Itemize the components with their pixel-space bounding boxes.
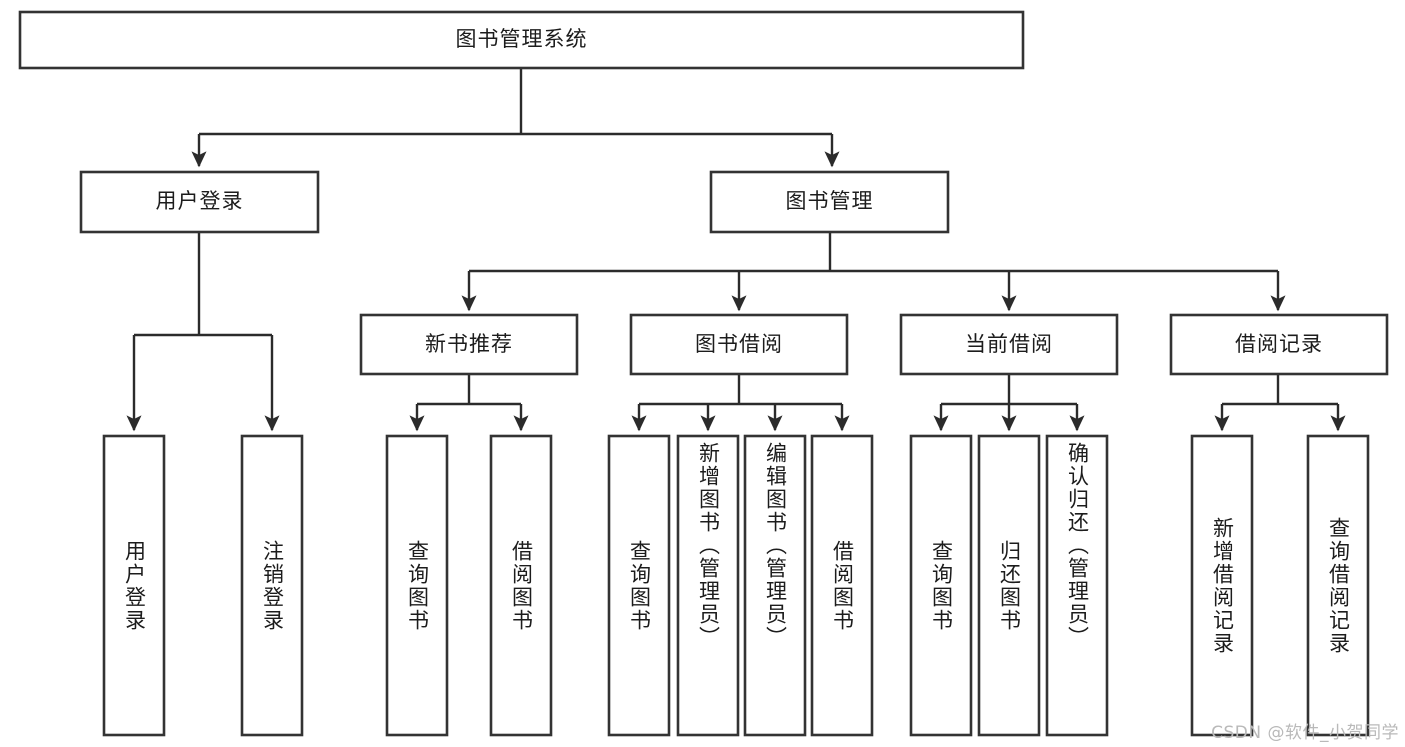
node-box-leaf-borrow-book-1[interactable] — [489, 434, 553, 737]
node-box-leaf-confirm-return[interactable] — [1045, 434, 1109, 737]
node-box-leaf-add-record[interactable] — [1190, 434, 1254, 737]
node-box-leaf-edit-book[interactable] — [743, 434, 807, 737]
connector-bookmanage-to-level2 — [461, 232, 1286, 312]
node-box-leaf-query-book-1[interactable] — [385, 434, 449, 737]
node-box-leaf-borrow-book-2[interactable] — [810, 434, 874, 737]
connector-newbook-to-leaves — [409, 374, 529, 432]
node-box-root[interactable] — [18, 10, 1025, 70]
connector-userlogin-to-leaves — [126, 232, 280, 432]
connector-bookborrow-to-leaves — [631, 374, 850, 432]
node-box-new-book-rec[interactable] — [359, 313, 579, 376]
node-box-current-borrow[interactable] — [899, 313, 1119, 376]
node-box-leaf-add-book[interactable] — [676, 434, 740, 737]
node-box-book-manage[interactable] — [709, 170, 950, 234]
connector-root-to-level1 — [191, 68, 840, 168]
node-box-leaf-logout-login[interactable] — [240, 434, 304, 737]
node-box-leaf-query-book-2[interactable] — [607, 434, 671, 737]
connector-currentborrow-to-leaves — [933, 374, 1085, 432]
node-box-leaf-user-login[interactable] — [102, 434, 166, 737]
node-box-user-login[interactable] — [79, 170, 320, 234]
node-box-leaf-query-book-3[interactable] — [909, 434, 973, 737]
node-box-leaf-query-record[interactable] — [1306, 434, 1370, 737]
node-box-leaf-return-book[interactable] — [977, 434, 1041, 737]
node-box-borrow-record[interactable] — [1169, 313, 1389, 376]
connector-borrowrecord-to-leaves — [1214, 374, 1346, 432]
node-box-book-borrow[interactable] — [629, 313, 849, 376]
